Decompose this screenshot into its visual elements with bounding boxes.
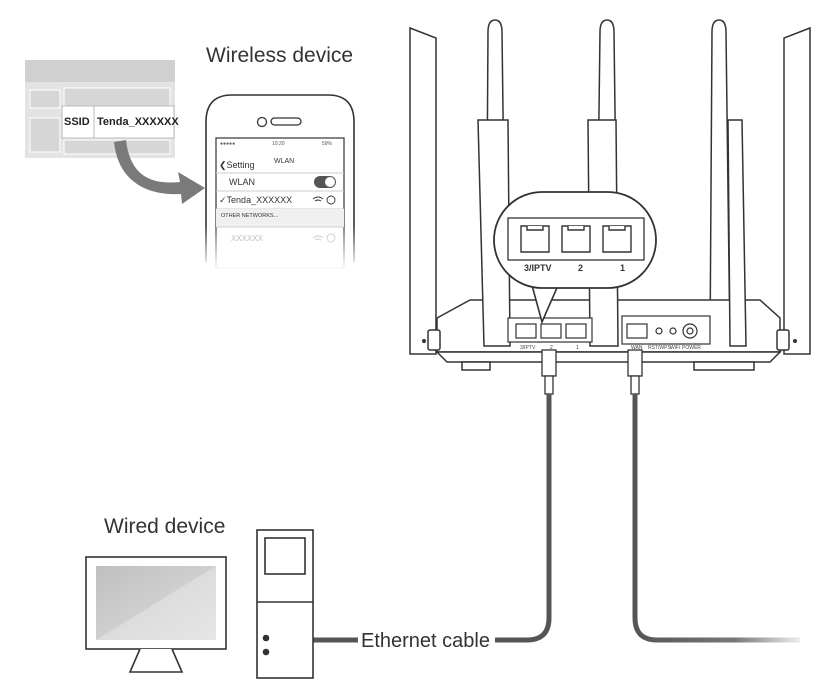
rear-lan-ports [507, 317, 593, 343]
wireless-device-label: Wireless device [206, 44, 354, 67]
sticker-ssid-key: SSID [64, 116, 90, 128]
ethernet-cable-label: Ethernet cable [361, 630, 490, 652]
status-battery: 59% [322, 141, 333, 147]
status-time: 10:20 [272, 141, 285, 147]
rear-port-label-2: 2 [550, 345, 553, 351]
check-icon: ✓ [219, 195, 227, 205]
rst-wps-label: RST/WPS [648, 345, 671, 351]
ssid-sticker [25, 60, 175, 158]
chevron-left-icon: ❮ [219, 160, 227, 170]
phone-header-title: WLAN [274, 158, 295, 165]
zoom-port-label-1: 1 [620, 263, 626, 273]
monitor [85, 556, 227, 673]
power-label: POWER [682, 345, 701, 351]
ethernet-cable-wired [495, 349, 557, 643]
arrow-icon [114, 140, 205, 204]
rear-wan-panel [621, 315, 711, 345]
back-button[interactable]: ❮Setting [219, 160, 255, 171]
info-icon[interactable] [326, 195, 336, 205]
zoom-port-label-2: 2 [578, 263, 584, 273]
other-network-name[interactable]: XXXXXX [231, 234, 264, 243]
status-signal: ●●●●● [220, 141, 236, 147]
ethernet-cable-wan [627, 349, 800, 643]
port-zoom-bubble [493, 191, 657, 325]
wan-label: WAN [631, 345, 643, 351]
desktop-tower [256, 529, 314, 679]
other-networks-label: OTHER NETWORKS... [221, 213, 279, 219]
wifi-label: WiFi [670, 345, 680, 351]
rear-port-label-1: 1 [576, 345, 579, 351]
zoom-port-label-3: 3/IPTV [524, 263, 552, 273]
rear-port-label-3: 3/IPTV [520, 345, 536, 351]
connected-network-name: Tenda_XXXXXX [226, 195, 293, 205]
phone [204, 94, 356, 270]
wlan-row-label: WLAN [229, 177, 256, 187]
connected-network-row[interactable]: ✓Tenda_XXXXXX [219, 195, 292, 206]
sticker-ssid-value: Tenda_XXXXXX [97, 116, 179, 128]
back-label: Setting [226, 160, 255, 170]
wifi-icon [312, 196, 324, 202]
wired-device-label: Wired device [104, 515, 226, 538]
